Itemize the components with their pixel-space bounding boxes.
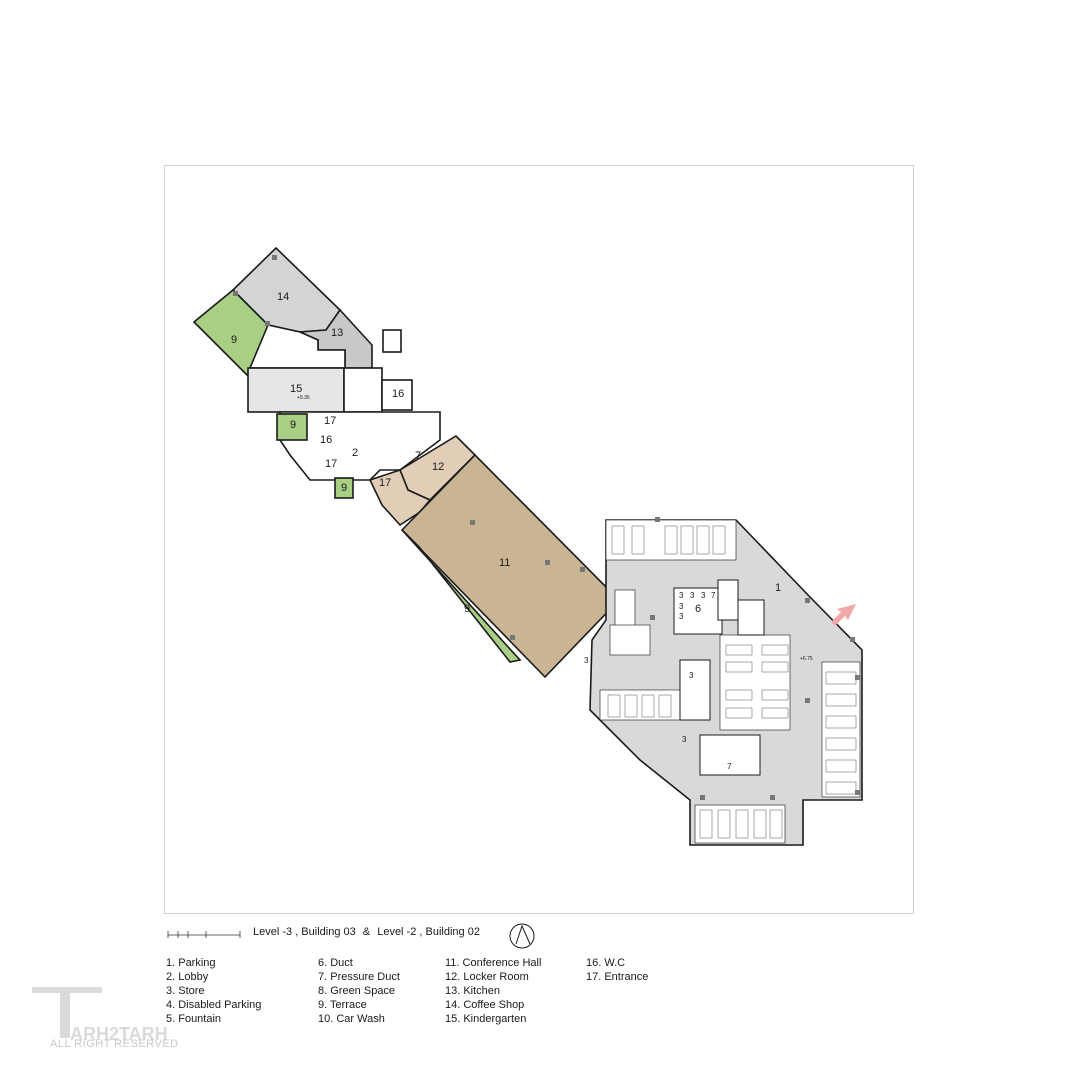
drawing-caption: Level -3 , Building 03 & Level -2 , Buil… xyxy=(253,926,480,938)
label-store-2: 3 xyxy=(690,591,695,600)
label-pressure-duct-2: 7 xyxy=(711,591,716,600)
label-entrance-b: 17 xyxy=(325,458,337,470)
legend-item: 1. Parking xyxy=(166,957,216,969)
terrace-small xyxy=(276,413,308,441)
legend-item: 2. Lobby xyxy=(166,971,209,983)
wc-block xyxy=(381,379,413,411)
legend-item: 4. Disabled Parking xyxy=(166,999,262,1011)
drawing-frame xyxy=(164,165,914,914)
stair-block xyxy=(343,367,383,413)
label-entrance-a: 17 xyxy=(324,415,336,427)
label-terrace-d: 9 xyxy=(464,603,470,615)
legend-item: 6. Duct xyxy=(318,957,353,969)
legend-item: 10. Car Wash xyxy=(318,1013,385,1025)
legend-item: 15. Kindergarten xyxy=(445,1013,527,1025)
legend-item: 16. W.C xyxy=(586,957,626,969)
legend-item: 9. Terrace xyxy=(318,999,367,1011)
label-kindergarten: 15 xyxy=(290,383,302,395)
label-store-5: 3 xyxy=(679,612,684,621)
label-coffee-shop: 14 xyxy=(277,291,289,303)
label-store-6: 3 xyxy=(584,656,589,665)
watermark-rights: ALL RIGHT RESERVED xyxy=(50,1038,179,1050)
legend-item: 13. Kitchen xyxy=(445,985,501,997)
label-entrance-c: 17 xyxy=(379,477,391,489)
label-lobby: 2 xyxy=(352,447,358,459)
terrace-strip xyxy=(401,529,522,663)
label-store-4: 3 xyxy=(679,602,684,611)
label-store-3: 3 xyxy=(701,591,706,600)
legend-column-1: 1. Parking 2. Lobby 3. Store 4. Disabled… xyxy=(166,956,261,1026)
level-marker-parking: +6.75 xyxy=(800,656,813,662)
label-wc-b: 16 xyxy=(320,434,332,446)
legend-item: 17. Entrance xyxy=(586,971,649,983)
caption-part-2: Level -2 , Building 02 xyxy=(377,926,480,938)
label-terrace-c: 9 xyxy=(341,482,347,494)
watermark-logo: ARH2TARH xyxy=(32,987,168,1044)
entry-arrow xyxy=(831,604,856,626)
label-terrace-b: 9 xyxy=(290,419,296,431)
caption-amp: & xyxy=(362,926,371,938)
legend-item: 5. Fountain xyxy=(166,1013,222,1025)
legend-item: 8. Green Space xyxy=(318,985,396,997)
label-pressure-duct-3: 7 xyxy=(727,762,732,771)
shaft-block xyxy=(382,329,402,353)
label-terrace-a: 9 xyxy=(231,334,237,346)
label-kitchen: 13 xyxy=(331,327,343,339)
label-store-7: 3 xyxy=(689,671,694,680)
terrace-small-2 xyxy=(334,477,354,499)
legend-item: 3. Store xyxy=(166,985,205,997)
label-locker-room: 12 xyxy=(432,461,444,473)
caption-part-1: Level -3 , Building 03 xyxy=(253,926,356,938)
legend-column-3: 11. Conference Hall 12. Locker Room 13. … xyxy=(445,956,541,1026)
legend-item: 11. Conference Hall xyxy=(445,957,542,969)
legend-column-4: 16. W.C 17. Entrance xyxy=(586,956,648,984)
legend-item: 7. Pressure Duct xyxy=(318,971,400,983)
north-arrow-icon xyxy=(509,923,535,949)
legend-item: 12. Locker Room xyxy=(445,971,529,983)
label-duct: 6 xyxy=(695,603,701,615)
label-pressure-duct: 7 xyxy=(415,450,421,462)
label-conference-hall: 11 xyxy=(499,557,510,569)
lobby-area xyxy=(279,411,441,481)
level-marker-kindergarten: +9.35 xyxy=(297,395,310,401)
label-wc-a: 16 xyxy=(392,388,404,400)
legend-column-2: 6. Duct 7. Pressure Duct 8. Green Space … xyxy=(318,956,400,1026)
legend-item: 14. Coffee Shop xyxy=(445,999,525,1011)
scale-bar xyxy=(167,931,241,938)
label-parking: 1 xyxy=(775,582,781,594)
label-store-1: 3 xyxy=(679,591,684,600)
svg-text:ARH2TARH: ARH2TARH xyxy=(70,1024,168,1044)
label-store-8: 3 xyxy=(682,735,687,744)
